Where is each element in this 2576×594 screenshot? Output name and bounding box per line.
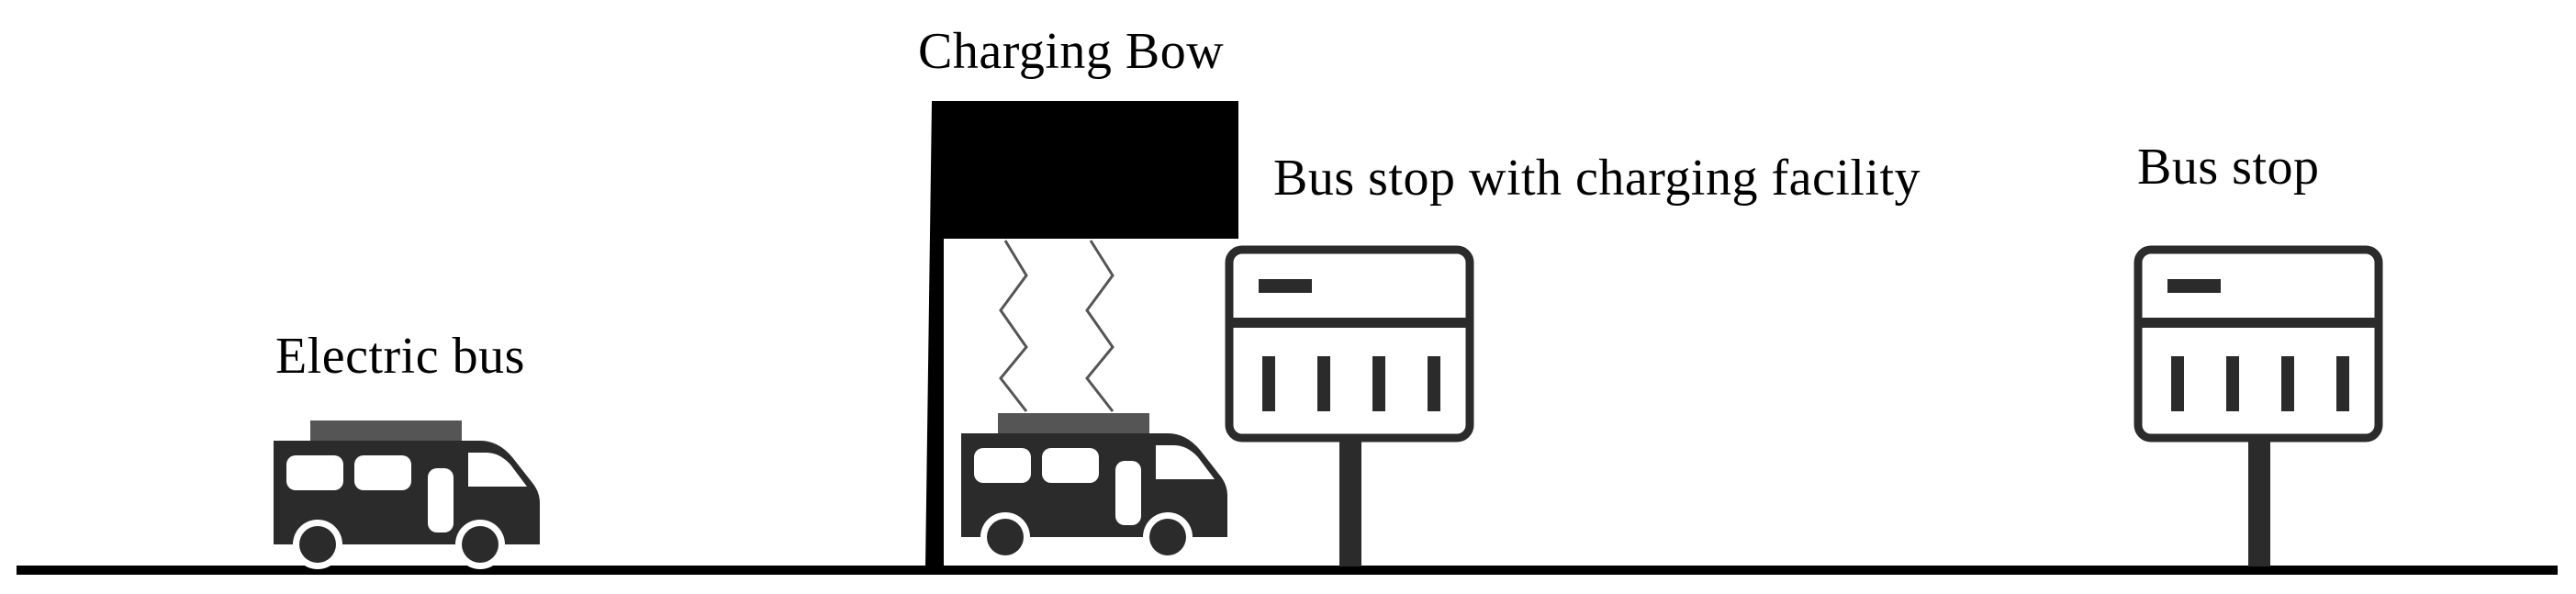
- bus-stop-label: Bus stop: [2137, 139, 2320, 196]
- charging-bow-label: Charging Bow: [918, 23, 1225, 80]
- electric-bus-icon: [274, 420, 540, 569]
- electric-bus-label: Electric bus: [275, 328, 525, 385]
- charging-spark-icon: [999, 240, 1114, 412]
- charging-stop-label: Bus stop with charging facility: [1273, 150, 1921, 207]
- road-line: [17, 566, 2558, 575]
- charging-bus-icon: [961, 413, 1227, 562]
- bus-stop-sign-icon: [2138, 250, 2379, 566]
- charging-bow-icon: [925, 101, 1238, 567]
- charging-bus-stop-icon: [1229, 250, 1470, 566]
